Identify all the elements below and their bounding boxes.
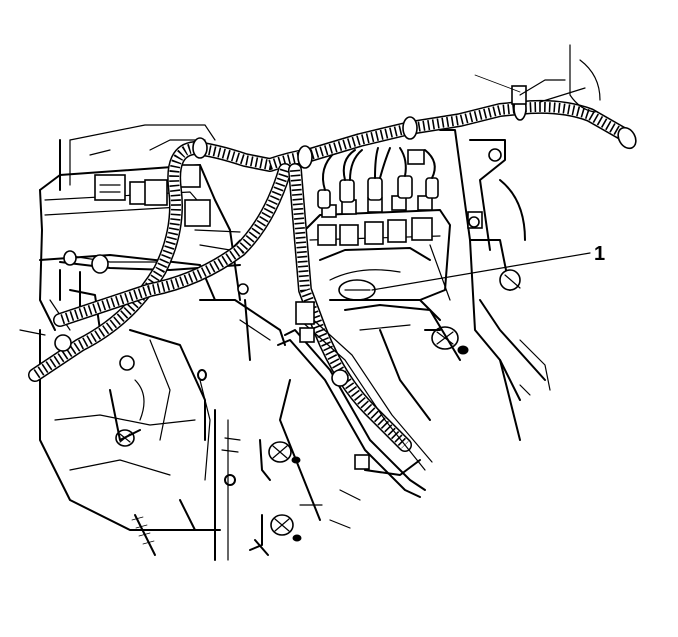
bolt-lower-center xyxy=(259,439,301,481)
transmission-housing xyxy=(279,304,461,529)
upper-cables xyxy=(474,44,601,113)
relay-center-block xyxy=(304,147,451,321)
lower-tubes xyxy=(277,301,433,498)
bolt-bottom xyxy=(249,514,302,556)
bolt-lower-left xyxy=(131,499,196,556)
bolt-left xyxy=(109,379,145,447)
engine-block xyxy=(19,124,286,561)
relay-cluster-left xyxy=(89,139,241,251)
callout-1-label: 1 xyxy=(594,243,605,265)
main-wiring-harness xyxy=(28,85,637,452)
right-bracket xyxy=(424,129,551,441)
bolts xyxy=(54,216,480,556)
callout-1-leader xyxy=(371,252,591,291)
